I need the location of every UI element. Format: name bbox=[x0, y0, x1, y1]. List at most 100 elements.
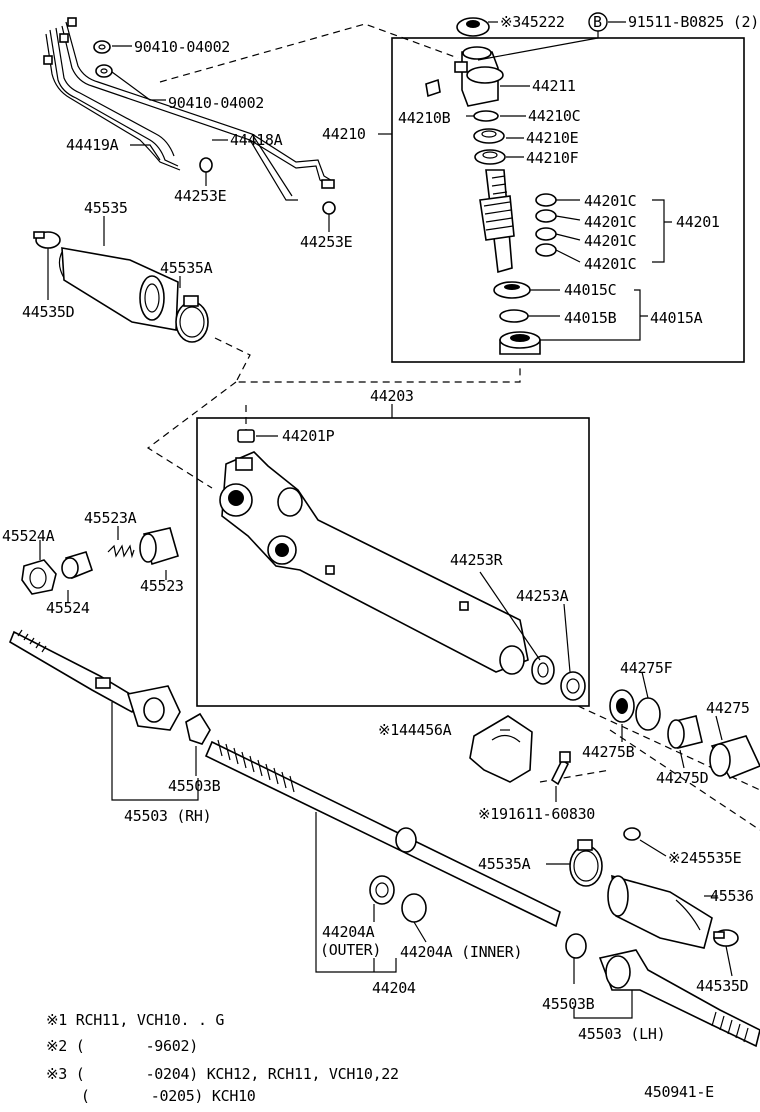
label-44418a: 44418A bbox=[230, 131, 283, 149]
label-44015a: 44015A bbox=[650, 309, 703, 327]
adjusting-screw-45524 bbox=[61, 551, 93, 580]
gear-housing-44203 bbox=[219, 451, 529, 675]
tie-rod-end-lh bbox=[598, 949, 760, 1048]
label-44275: 44275 bbox=[706, 699, 750, 717]
label-45524: 45524 bbox=[46, 599, 90, 617]
ring-44210f bbox=[474, 149, 506, 165]
clamp-44535d-top bbox=[33, 231, 61, 249]
clamp-45535a-top bbox=[175, 295, 209, 343]
label-44253a: 44253A bbox=[516, 587, 569, 605]
label-45523a: 45523A bbox=[84, 509, 137, 527]
seal-44253r bbox=[531, 655, 555, 685]
label-44210f: 44210F bbox=[526, 149, 579, 167]
label-44204a-outer-note: (OUTER) bbox=[320, 941, 382, 959]
footnote-2: ※2 ( -9602) bbox=[46, 1037, 198, 1055]
rack-44204 bbox=[204, 739, 561, 928]
lock-washer-45503b-bottom bbox=[565, 933, 587, 959]
seal-rings-44201c bbox=[535, 193, 557, 257]
rack-guide-45523 bbox=[139, 527, 179, 566]
spring-45523a bbox=[107, 544, 135, 559]
label-44204a-inner: 44204A (INNER) bbox=[400, 943, 523, 961]
label-45535a-top: 45535A bbox=[160, 259, 213, 277]
label-45535e: ※245535E bbox=[668, 849, 742, 867]
control-valve-group-box bbox=[391, 37, 745, 363]
bolt-91611 bbox=[550, 751, 571, 786]
label-44201c-1: 44201C bbox=[584, 192, 637, 210]
label-44201c-3: 44201C bbox=[584, 232, 637, 250]
boot-45536 bbox=[607, 874, 713, 949]
dash-line-top bbox=[159, 23, 459, 83]
label-44275d: 44275D bbox=[656, 769, 709, 787]
label-91611: ※191611-60830 bbox=[478, 805, 596, 823]
label-45536: 45536 bbox=[710, 887, 754, 905]
label-45535: 45535 bbox=[84, 199, 128, 217]
seal-44210c bbox=[473, 110, 499, 122]
dash-line-right bbox=[577, 705, 760, 791]
footnote-3: ※3 ( -0204) KCH12, RCH11, VCH10,22 bbox=[46, 1065, 399, 1083]
label-44203: 44203 bbox=[370, 387, 414, 405]
label-345222: ※345222 bbox=[500, 13, 565, 31]
bearing-44015c bbox=[493, 281, 531, 299]
label-90410-a: 90410-04002 bbox=[134, 38, 231, 56]
label-45503-rh: 45503 (RH) bbox=[124, 807, 212, 825]
dash-line-boot-to-housing bbox=[214, 337, 521, 383]
dash-line-right2 bbox=[609, 729, 760, 831]
circle-b-marker bbox=[588, 12, 608, 32]
label-44201c-2: 44201C bbox=[584, 213, 637, 231]
label-circle-b: B bbox=[593, 13, 602, 31]
end-stopper-44275 bbox=[709, 735, 760, 780]
lock-nut-45524a bbox=[21, 559, 57, 595]
boot-45535 bbox=[58, 247, 179, 331]
label-45535a-bottom: 45535A bbox=[478, 855, 531, 873]
label-44419a: 44419A bbox=[66, 136, 119, 154]
label-44253e-2: 44253E bbox=[300, 233, 353, 251]
label-45503b-top: 45503B bbox=[168, 777, 221, 795]
tie-rod-end-rh bbox=[9, 629, 181, 731]
dust-cover-345222 bbox=[456, 17, 490, 37]
footnote-4: ( -0205) KCH10 bbox=[46, 1087, 256, 1105]
oring-44015b bbox=[499, 309, 529, 323]
pressure-pipes bbox=[43, 17, 335, 201]
sleeve-44275d bbox=[667, 715, 703, 749]
gasket-44253e-1 bbox=[199, 157, 213, 173]
bearing-44210e bbox=[473, 128, 505, 144]
label-44204a-outer: 44204A bbox=[322, 923, 375, 941]
union-bolt-1 bbox=[93, 40, 111, 54]
label-91511: 91511-B0825 (2) bbox=[628, 13, 759, 31]
diagram-code: 450941-E bbox=[644, 1083, 714, 1101]
oring-44275f bbox=[635, 697, 661, 731]
dash-line-housing-left bbox=[146, 381, 237, 489]
label-90410-b: 90410-04002 bbox=[168, 94, 265, 112]
gasket-44253e-2 bbox=[322, 201, 336, 215]
label-44253r: 44253R bbox=[450, 551, 503, 569]
label-44201: 44201 bbox=[676, 213, 720, 231]
label-44201c-4: 44201C bbox=[584, 255, 637, 273]
label-44275f: 44275F bbox=[620, 659, 673, 677]
label-44253e-1: 44253E bbox=[174, 187, 227, 205]
label-44201p: 44201P bbox=[282, 427, 335, 445]
label-44211: 44211 bbox=[532, 77, 576, 95]
label-44210b: 44210B bbox=[398, 109, 451, 127]
label-45523: 45523 bbox=[140, 577, 184, 595]
dash-line-rack-right bbox=[539, 769, 611, 783]
seal-44253a bbox=[560, 671, 586, 701]
bearing-44275b bbox=[609, 689, 635, 723]
label-44456a: ※144456A bbox=[378, 721, 452, 739]
label-44275b: 44275B bbox=[582, 743, 635, 761]
bracket-44456a bbox=[469, 715, 533, 783]
clamp-45535a-bottom bbox=[569, 839, 603, 887]
label-44210e: 44210E bbox=[526, 129, 579, 147]
label-44535d-top: 44535D bbox=[22, 303, 75, 321]
bush-44204a-inner bbox=[401, 893, 427, 923]
plug-44210b bbox=[425, 78, 441, 98]
clamp-44535d-bottom bbox=[713, 929, 739, 947]
valve-shaft-44201 bbox=[479, 169, 515, 274]
label-44535d-bottom: 44535D bbox=[696, 977, 749, 995]
label-45503-lh: 45503 (LH) bbox=[578, 1025, 666, 1043]
lock-washer-45503b-top bbox=[185, 712, 211, 745]
label-45503b-bottom: 45503B bbox=[542, 995, 595, 1013]
housing-group-box bbox=[196, 417, 590, 707]
label-45524a: 45524A bbox=[2, 527, 55, 545]
bush-44204a-outer bbox=[369, 875, 395, 905]
